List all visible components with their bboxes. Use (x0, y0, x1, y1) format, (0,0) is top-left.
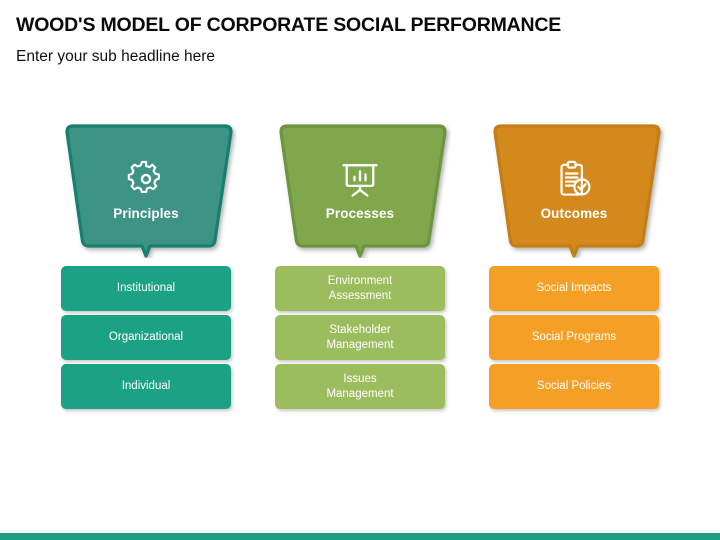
item-label: Organizational (108, 331, 184, 344)
item-label: Social Impacts (536, 282, 612, 295)
column-processes: Processes Environment Assessment Stakeho… (275, 124, 447, 409)
item-label-line: Environment (327, 275, 393, 288)
header-banner-processes[interactable]: Processes (275, 124, 447, 258)
list-item[interactable]: Institutional (61, 266, 231, 311)
presentation-chart-icon (342, 164, 378, 197)
gear-icon (127, 161, 160, 194)
item-label: Issues Management (320, 372, 399, 400)
item-list-processes: Environment Assessment Stakeholder Manag… (275, 266, 445, 413)
list-item[interactable]: Social Policies (489, 364, 659, 409)
item-label: Social Policies (536, 380, 612, 393)
banner-shape (493, 124, 661, 258)
list-item[interactable]: Individual (61, 364, 231, 409)
item-label: Stakeholder Management (320, 323, 399, 351)
bottom-accent-bar (0, 533, 720, 540)
list-item[interactable]: Issues Management (275, 364, 445, 409)
item-label-line: Management (326, 338, 394, 351)
item-label: Environment Assessment (322, 274, 399, 302)
column-outcomes: Outcomes Social Impacts Social Programs … (489, 124, 661, 409)
header-banner-principles[interactable]: Principles (61, 124, 233, 258)
item-label-line: Management (326, 387, 394, 400)
item-list-principles: Institutional Organizational Individual (61, 266, 231, 413)
list-item[interactable]: Social Programs (489, 315, 659, 360)
item-label: Individual (121, 380, 171, 393)
list-item[interactable]: Environment Assessment (275, 266, 445, 311)
list-item[interactable]: Social Impacts (489, 266, 659, 311)
page-title: WOOD'S MODEL OF CORPORATE SOCIAL PERFORM… (16, 14, 562, 36)
clipboard-check-icon (560, 161, 591, 196)
banner-label-processes: Processes (325, 206, 395, 222)
item-label-line: Issues (343, 373, 377, 386)
page-subtitle: Enter your sub headline here (16, 48, 216, 65)
item-label: Institutional (116, 282, 176, 295)
item-label: Social Programs (531, 331, 617, 344)
column-principles: Principles Institutional Organizational … (61, 124, 233, 409)
header-banner-outcomes[interactable]: Outcomes (489, 124, 661, 258)
item-list-outcomes: Social Impacts Social Programs Social Po… (489, 266, 659, 413)
list-item[interactable]: Stakeholder Management (275, 315, 445, 360)
banner-shape (279, 124, 447, 258)
banner-label-outcomes: Outcomes (540, 206, 608, 222)
item-label-line: Stakeholder (329, 324, 391, 337)
banner-shape (65, 124, 233, 258)
list-item[interactable]: Organizational (61, 315, 231, 360)
item-label-line: Assessment (328, 289, 392, 302)
banner-label-principles: Principles (113, 206, 179, 222)
